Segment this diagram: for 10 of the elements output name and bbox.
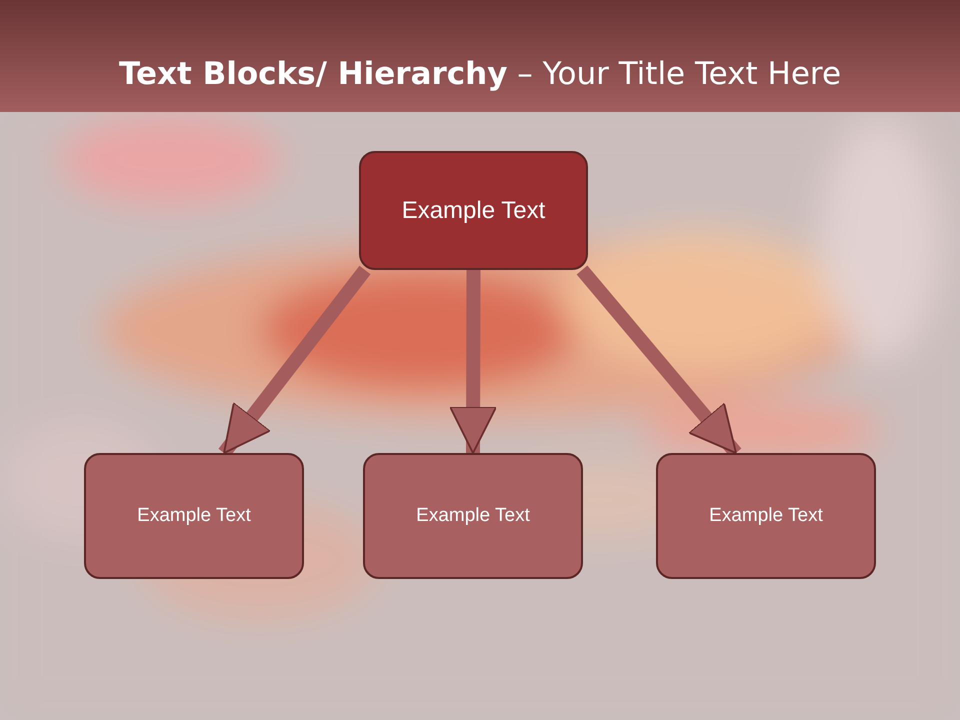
text-box — [363, 453, 583, 579]
box-text: Example Text — [416, 505, 530, 527]
slide-title: Text Blocks/ Hierarchy – Your Title Text Here — [118, 56, 842, 92]
text-box — [84, 453, 304, 579]
text-box — [359, 151, 588, 270]
text-box — [656, 453, 876, 579]
box-text: Example Text — [137, 505, 251, 527]
box-text: Example Text — [402, 196, 546, 224]
arrow — [449, 270, 498, 454]
box-text: Example Text — [709, 505, 823, 527]
